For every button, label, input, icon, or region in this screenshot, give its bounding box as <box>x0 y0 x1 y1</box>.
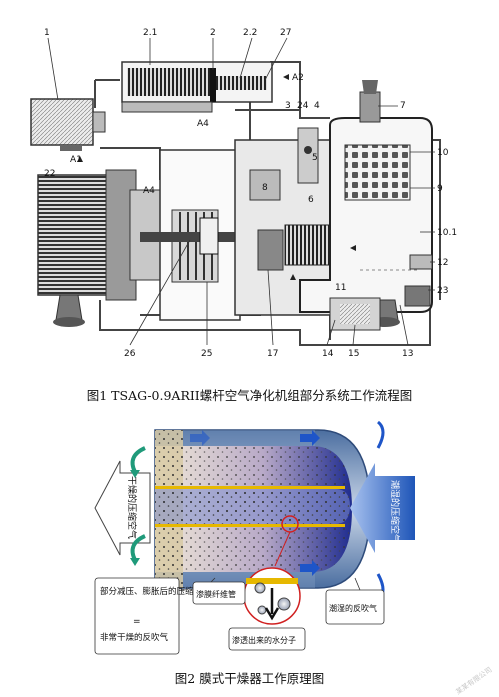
figure-1-flow-diagram: 1 2.1 2 2.2 27 A2 A4 A1 3 24 4 7 10 22 8… <box>30 28 457 359</box>
label-10: 10 <box>437 148 449 158</box>
label-11: 11 <box>335 283 346 293</box>
label-10-1: 10.1 <box>437 228 457 238</box>
flow-arrows <box>77 74 356 280</box>
oil-separator-tank <box>299 80 433 327</box>
label-22: 22 <box>44 169 55 179</box>
purge-flow-arrowheads <box>130 470 140 566</box>
label-13: 13 <box>402 349 413 359</box>
dry-air-outlet-arrow: 干燥的压缩空气 <box>94 460 151 556</box>
wet-air-inlet-label: 潮湿的压缩空气 <box>389 480 401 543</box>
dry-air-outlet-label: 干燥的压缩空气 <box>126 476 138 539</box>
label-1: 1 <box>44 28 50 38</box>
label-3: 3 <box>285 101 291 111</box>
part-number-labels: 1 2.1 2 2.2 27 A2 A4 A1 3 24 4 7 10 22 8… <box>44 28 457 359</box>
coupling-housing <box>140 149 340 321</box>
label-24: 24 <box>297 101 309 111</box>
wet-purge-label: 潮湿的反吹气 <box>329 603 377 613</box>
screw-compressor <box>234 127 346 316</box>
fiber-tube <box>155 486 350 527</box>
label-14: 14 <box>322 349 334 359</box>
callout-fiber-tube: 渗膜纤维管 <box>192 581 246 605</box>
permeation-detail <box>243 515 301 625</box>
label-6: 6 <box>308 195 314 205</box>
label-a4-top: A4 <box>197 119 209 129</box>
motor <box>37 169 161 327</box>
label-25: 25 <box>201 349 212 359</box>
label-5: 5 <box>312 153 318 163</box>
cooler-assembly <box>121 61 273 113</box>
label-23: 23 <box>437 286 448 296</box>
partial-air-label: 部分减压、膨胀后的压缩空气 <box>100 586 211 597</box>
figure-2-membrane-dryer: 潮湿的压缩空气 干燥的压缩空气 <box>94 420 415 655</box>
leader-lines <box>47 37 435 346</box>
oil-filter-block <box>329 297 381 331</box>
figure-2-caption: 图2 膜式干燥器工作原理图 <box>174 671 325 686</box>
label-a1: A1 <box>70 155 82 165</box>
dry-purge-label: 非常干燥的反吹气 <box>100 632 169 643</box>
label-26: 26 <box>124 349 136 359</box>
label-8: 8 <box>262 183 268 193</box>
callout-permeate: 渗透出来的水分子 <box>228 627 306 651</box>
label-27: 27 <box>280 28 291 38</box>
shell-flow-arrows <box>190 430 320 576</box>
callout-wet-purge: 潮湿的反吹气 <box>325 589 385 625</box>
intake-filter <box>30 98 106 151</box>
wet-air-inlet-arrow: 潮湿的压缩空气 <box>350 463 415 553</box>
label-12: 12 <box>437 258 448 268</box>
label-a4-left: A4 <box>143 186 155 196</box>
label-4: 4 <box>314 101 320 111</box>
label-2-1: 2.1 <box>143 28 157 38</box>
fiber-tube-label: 渗膜纤维管 <box>196 589 236 599</box>
label-15: 15 <box>348 349 359 359</box>
label-7: 7 <box>400 101 406 111</box>
callout-partial-air: 部分减压、膨胀后的压缩空气 = 非常干燥的反吹气 <box>94 577 211 655</box>
label-a2: A2 <box>292 73 304 83</box>
label-9: 9 <box>437 184 443 194</box>
label-2-2: 2.2 <box>243 28 257 38</box>
equals-sign: = <box>133 617 141 627</box>
label-2: 2 <box>210 28 216 38</box>
permeate-label: 渗透出来的水分子 <box>232 635 296 645</box>
purge-flow-arrows <box>130 446 146 561</box>
label-17: 17 <box>267 349 278 359</box>
figure-1-caption: 图1 TSAG-0.9ARII螺杆空气净化机组部分系统工作流程图 <box>86 388 413 403</box>
